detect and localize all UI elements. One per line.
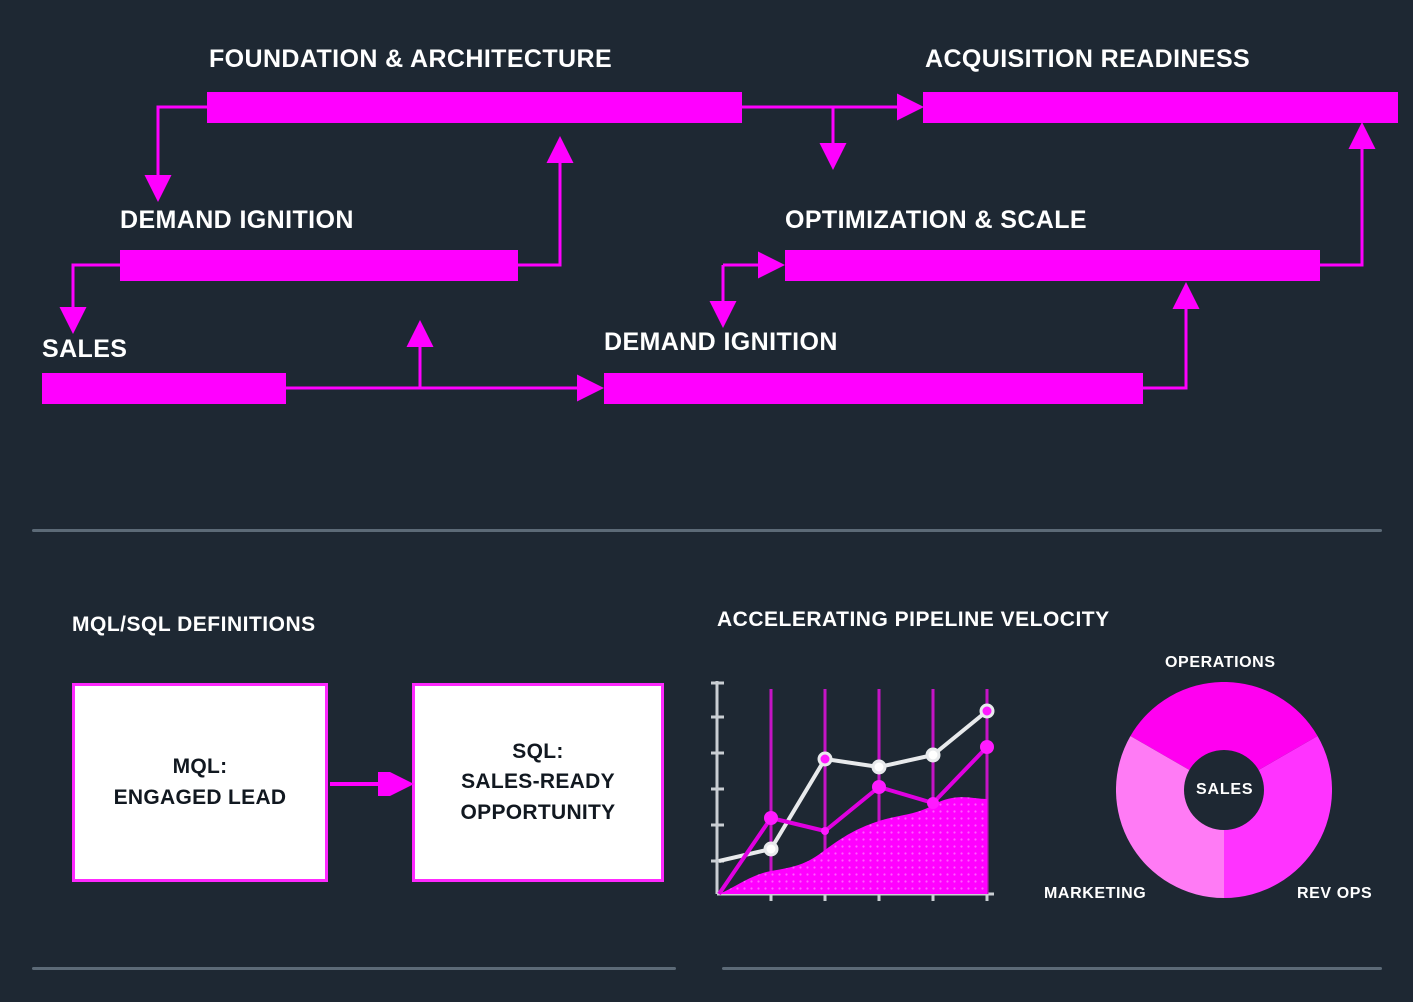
donut-label-rev-ops: REV OPS xyxy=(1297,885,1373,902)
donut-slice-operations xyxy=(1130,682,1318,790)
donut-label-operations: OPERATIONS xyxy=(1165,654,1276,671)
panel-title-mql-sql-definitions: MQL/SQL DEFINITIONS xyxy=(72,613,316,636)
track-bar-demand-ignition-1[interactable] xyxy=(120,250,518,281)
track-label-demand-ignition-1: DEMAND IGNITION xyxy=(120,206,354,234)
track-bar-acquisition-readiness[interactable] xyxy=(923,92,1398,123)
pipeline-velocity-chart xyxy=(711,681,995,901)
roadmap-connectors xyxy=(59,93,1376,402)
chart-y-ticks xyxy=(711,681,724,863)
definition-box-mql-text: MQL: ENGAGED LEAD xyxy=(113,755,287,809)
track-label-sales: SALES xyxy=(42,335,128,363)
track-label-foundation-architecture: FOUNDATION & ARCHITECTURE xyxy=(209,45,613,73)
track-label-demand-ignition-2: DEMAND IGNITION xyxy=(604,328,838,356)
track-label-acquisition-readiness: ACQUISITION READINESS xyxy=(925,45,1251,73)
definition-box-mql[interactable]: MQL: ENGAGED LEAD xyxy=(72,683,328,882)
definition-flow-arrow xyxy=(330,772,414,796)
section-divider-top xyxy=(32,529,1382,532)
chart-line-white xyxy=(718,709,989,863)
section-divider-bottom-left xyxy=(32,967,676,970)
track-bar-optimization-scale[interactable] xyxy=(785,250,1320,281)
department-donut-chart xyxy=(1116,682,1332,898)
track-bar-foundation-architecture[interactable] xyxy=(207,92,742,123)
chart-line-magenta xyxy=(717,745,989,896)
section-divider-bottom-right xyxy=(722,967,1382,970)
definition-box-sql[interactable]: SQL: SALES-READY OPPORTUNITY xyxy=(412,683,664,882)
donut-label-marketing: MARKETING xyxy=(1044,885,1147,902)
definition-box-sql-text: SQL: SALES-READY OPPORTUNITY xyxy=(460,739,616,824)
donut-hole xyxy=(1184,750,1264,830)
roadmap-gantt: FOUNDATION & ARCHITECTURE ACQUISITION RE… xyxy=(0,0,1413,500)
chart-area-series xyxy=(719,797,987,894)
track-label-optimization-scale: OPTIMIZATION & SCALE xyxy=(785,206,1087,234)
donut-center-label: SALES xyxy=(1196,781,1254,798)
panel-title-pipeline-velocity: ACCELERATING PIPELINE VELOCITY xyxy=(717,608,1110,631)
chart-points-magenta xyxy=(764,740,994,835)
chart-points-white xyxy=(763,703,995,857)
track-bar-demand-ignition-2[interactable] xyxy=(604,373,1143,404)
track-bar-sales[interactable] xyxy=(42,373,286,404)
